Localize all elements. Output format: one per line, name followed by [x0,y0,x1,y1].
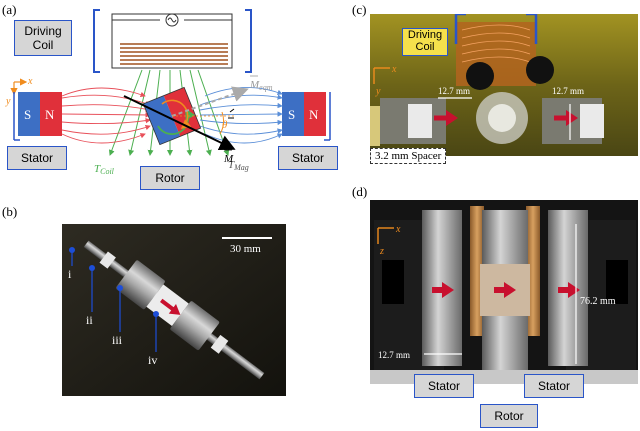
right-magnet-s [282,92,304,136]
rotor-box-d: Rotor [480,404,538,428]
meas-horizontal-c: 12.7 mm [438,86,471,96]
scale-bar-label: 30 mm [230,243,261,255]
marker-iii: iii [112,333,123,347]
m-eqm-label: Meqm [249,79,273,92]
magnet-n-left: N [45,107,55,122]
magnet-s-right: S [288,107,295,122]
stator-box-d-left: Stator [414,374,474,398]
panel-c-label: (c) [352,2,367,17]
panel-a-label: (a) [2,2,17,17]
stator-box-d-right: Stator [524,374,584,398]
axis-x-label-c: x [391,64,397,75]
m-vec-label: M [223,153,234,165]
marker-ii: ii [86,313,93,327]
panel-b-label: (b) [2,204,18,219]
panel-c-photo: x y [370,14,638,156]
panel-b-photo: 30 mm i ii iii iv [62,224,286,396]
theta-label: θ [222,119,228,131]
coil-bracket [93,9,252,73]
rotor-box-a: Rotor [140,166,200,190]
t-coil-label: TCoil [94,163,115,176]
meas-vertical-c: 12.7 mm [552,86,585,96]
left-magnet-n [40,92,62,136]
meas-height-d: 76.2 mm [580,296,616,307]
panel-a-diagram: TCoil TMag Meqm M θ x y S N S N [5,9,331,176]
m-eqm-arrow [171,86,249,117]
driving-coil-box-a: Driving Coil [14,20,72,56]
axis-x-label-a: x [27,76,33,87]
panel-d-photo: x z [370,200,638,384]
magnet-n-right: N [309,107,319,122]
stator-field-left [61,87,151,144]
left-magnet-s [18,92,40,136]
axis-y-label-c: y [375,86,381,97]
axis-z-label-d: z [379,246,384,257]
meas-width-d: 12.7 mm [378,350,411,360]
marker-i: i [68,267,72,281]
driving-coil-box-c: Driving Coil [402,28,448,56]
m-vector-arrow [123,95,236,151]
stator-box-a-left: Stator [7,146,67,170]
t-mag-label: TMag [228,159,249,172]
magnet-s-left: S [24,107,31,122]
coil-windings [120,43,228,65]
right-magnet-n [304,92,326,136]
axis-x-label-d: x [395,224,401,235]
rotor-shaft [83,240,265,380]
marker-iv: iv [148,353,157,367]
panel-d-label: (d) [352,184,368,199]
stator-field-right [199,87,283,144]
spacer-label: 3.2 mm Spacer [370,148,447,164]
axis-y-label-a: y [5,96,11,107]
stator-box-a-right: Stator [278,146,338,170]
